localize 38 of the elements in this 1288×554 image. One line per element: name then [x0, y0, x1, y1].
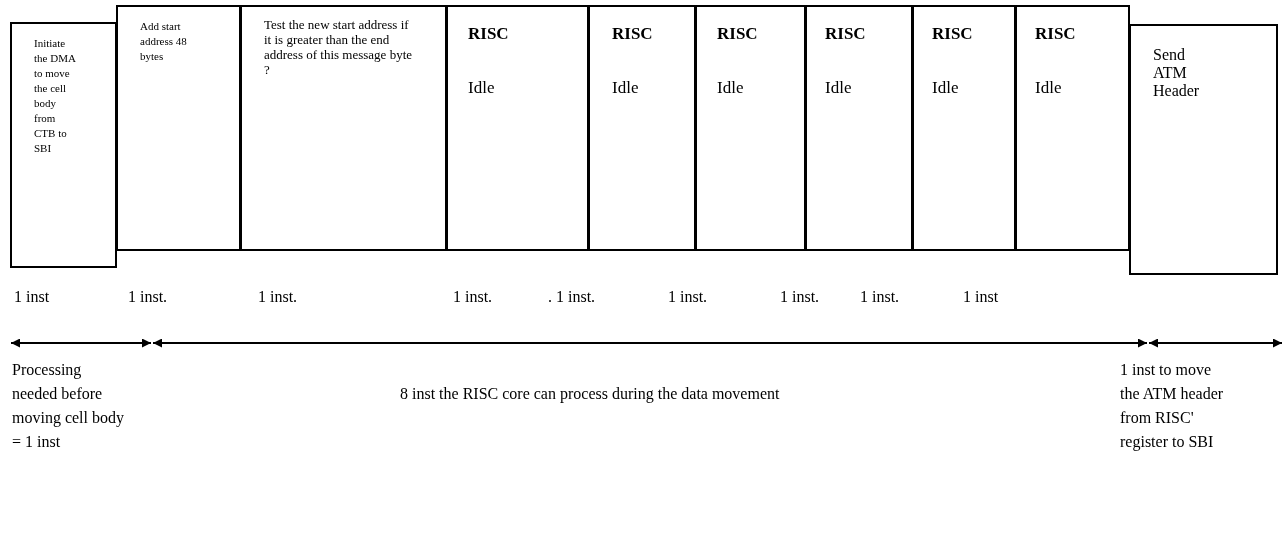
step-text: RISC: [612, 23, 654, 45]
instruction-count: 1 inst.: [258, 287, 298, 307]
instruction-count: 1 inst.: [780, 287, 820, 307]
span-note: 1 inst to move the ATM header from RISC' register to SBI: [1120, 360, 1225, 453]
step-text: Send ATM Header: [1153, 46, 1201, 100]
step-text: Idle: [612, 76, 640, 99]
step-text: Initiate the DMA to move the cell body from CTB to SBI: [34, 36, 77, 156]
step-text: RISC: [932, 23, 974, 45]
step-text: Idle: [468, 76, 496, 99]
step-box: [695, 5, 806, 251]
step-text: RISC: [825, 23, 867, 45]
span-note: Processing needed before moving cell body = 1 inst: [12, 360, 124, 452]
step-box: [446, 5, 589, 251]
instruction-count: 1 inst: [963, 287, 999, 307]
step-text: Idle: [825, 76, 853, 99]
instruction-count: 1 inst: [14, 287, 50, 307]
step-box: [1015, 5, 1130, 251]
instruction-count: . 1 inst.: [548, 287, 596, 307]
step-box: [588, 5, 696, 251]
step-text: Test the new start address if it is greater than the end address of this message byte ?: [264, 17, 414, 77]
instruction-count: 1 inst.: [860, 287, 900, 307]
step-text: Idle: [717, 76, 745, 99]
step-box: [1129, 24, 1278, 275]
step-text: Idle: [1035, 76, 1063, 99]
step-box: [912, 5, 1016, 251]
step-text: Add start address 48 bytes: [140, 19, 188, 64]
instruction-count: 1 inst.: [668, 287, 708, 307]
instruction-count: 1 inst.: [128, 287, 168, 307]
step-text: RISC: [717, 23, 759, 45]
step-box: [240, 5, 447, 251]
step-text: RISC: [1035, 23, 1077, 45]
step-text: Idle: [932, 76, 960, 99]
step-box: [805, 5, 913, 251]
instruction-count: 1 inst.: [453, 287, 493, 307]
step-text: RISC: [468, 23, 510, 45]
step-box: [10, 22, 117, 268]
step-box: [116, 5, 241, 251]
span-note: 8 inst the RISC core can process during the data movement: [400, 384, 781, 405]
